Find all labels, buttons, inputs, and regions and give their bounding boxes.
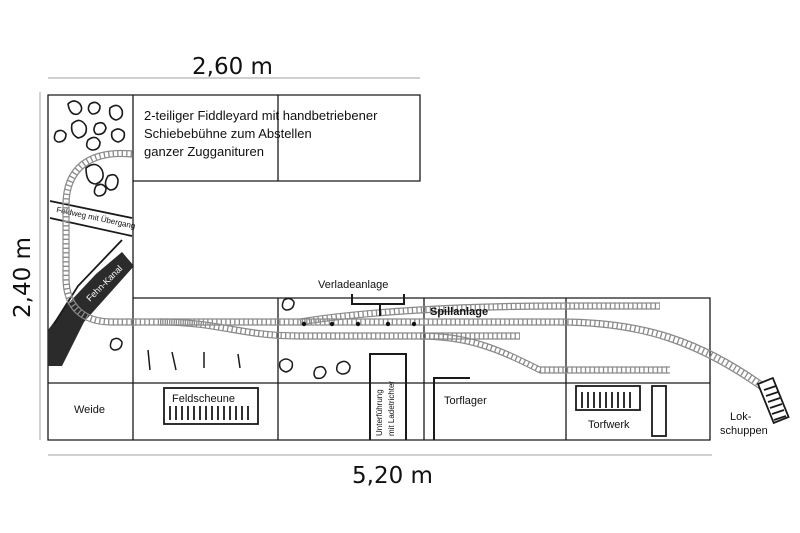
feldscheune-building	[163, 387, 259, 425]
canal-bank	[53, 239, 123, 325]
tree-group	[53, 100, 126, 197]
unterfuehrung-label-1: Unterführung	[375, 389, 384, 436]
torfwerk-building	[575, 385, 667, 437]
bush-group	[109, 297, 351, 380]
torfwerk-label: Torfwerk	[588, 419, 630, 431]
baseboard-frame	[47, 94, 711, 441]
dim-left-height: 2,40 m	[10, 237, 36, 318]
torflager-label: Torflager	[444, 395, 487, 407]
fiddleyard-label-3: ganzer Zugganituren	[144, 144, 264, 159]
lokschuppen-label-2: schuppen	[720, 425, 768, 437]
track	[62, 149, 773, 396]
fiddleyard-label-2: Schiebebühne zum Abstellen	[144, 126, 312, 141]
torflager-structure	[433, 377, 470, 440]
spillanlage-label: Spillanlage	[430, 306, 488, 318]
spill-dots	[301, 321, 417, 327]
weide-label: Weide	[74, 404, 105, 416]
fehn-kanal-water	[48, 252, 134, 366]
lokschuppen-building	[756, 376, 790, 425]
dimension-lines	[39, 77, 712, 456]
feldscheune-label: Feldscheune	[172, 393, 235, 405]
dim-top-width: 2,60 m	[192, 54, 273, 80]
unterfuehrung-structure	[369, 353, 407, 440]
unterfuehrung-label-2: mit Ladetrichter	[387, 381, 396, 436]
fiddleyard-label-1: 2-teiliger Fiddleyard mit handbetriebene…	[144, 108, 378, 123]
verladeanlage-label: Verladeanlage	[318, 279, 388, 291]
lokschuppen-label-1: Lok-	[730, 411, 752, 423]
verladeanlage-building	[351, 294, 405, 316]
dim-bottom-width: 5,20 m	[352, 463, 433, 489]
feldweg-label: Feldweg mit Übergang	[56, 205, 137, 231]
